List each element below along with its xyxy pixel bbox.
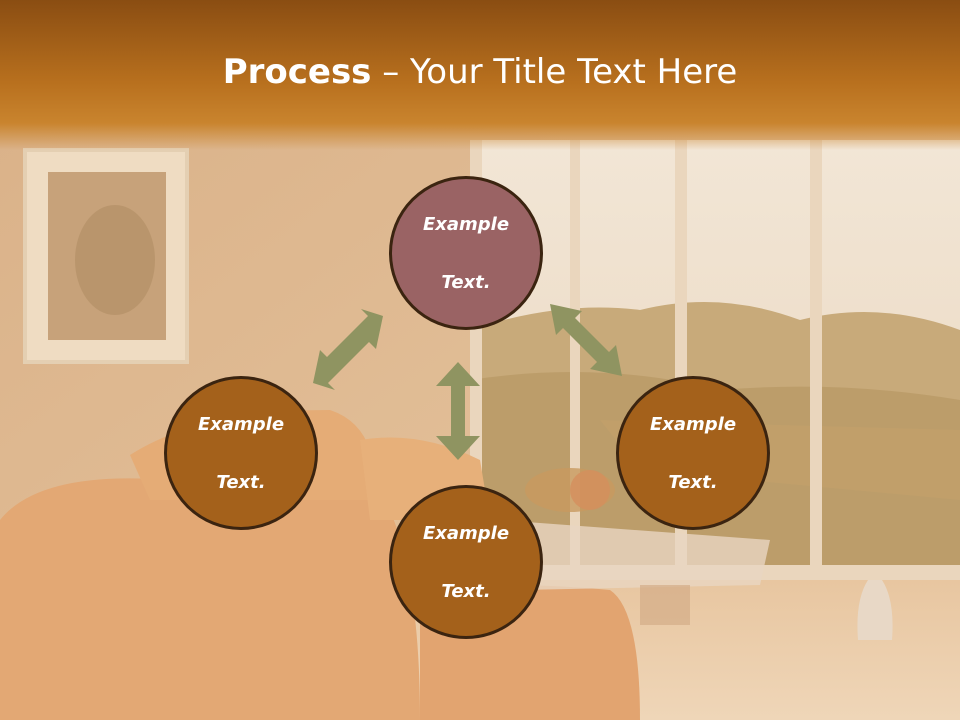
node-top-line2: Text. [441, 271, 491, 293]
title-bar [0, 0, 960, 150]
title-rest: – Your Title Text Here [371, 52, 738, 92]
node-left-line1: Example [197, 413, 285, 435]
node-bottom-line2: Text. [441, 580, 491, 602]
node-left-line2: Text. [216, 471, 266, 493]
node-top-line1: Example [422, 213, 510, 235]
title-bold: Process [222, 52, 372, 92]
node-right-line1: Example [649, 413, 737, 435]
node-right-line2: Text. [668, 471, 718, 493]
node-bottom-line1: Example [422, 522, 510, 544]
slide-title: Process – Your Title Text Here [0, 52, 960, 92]
